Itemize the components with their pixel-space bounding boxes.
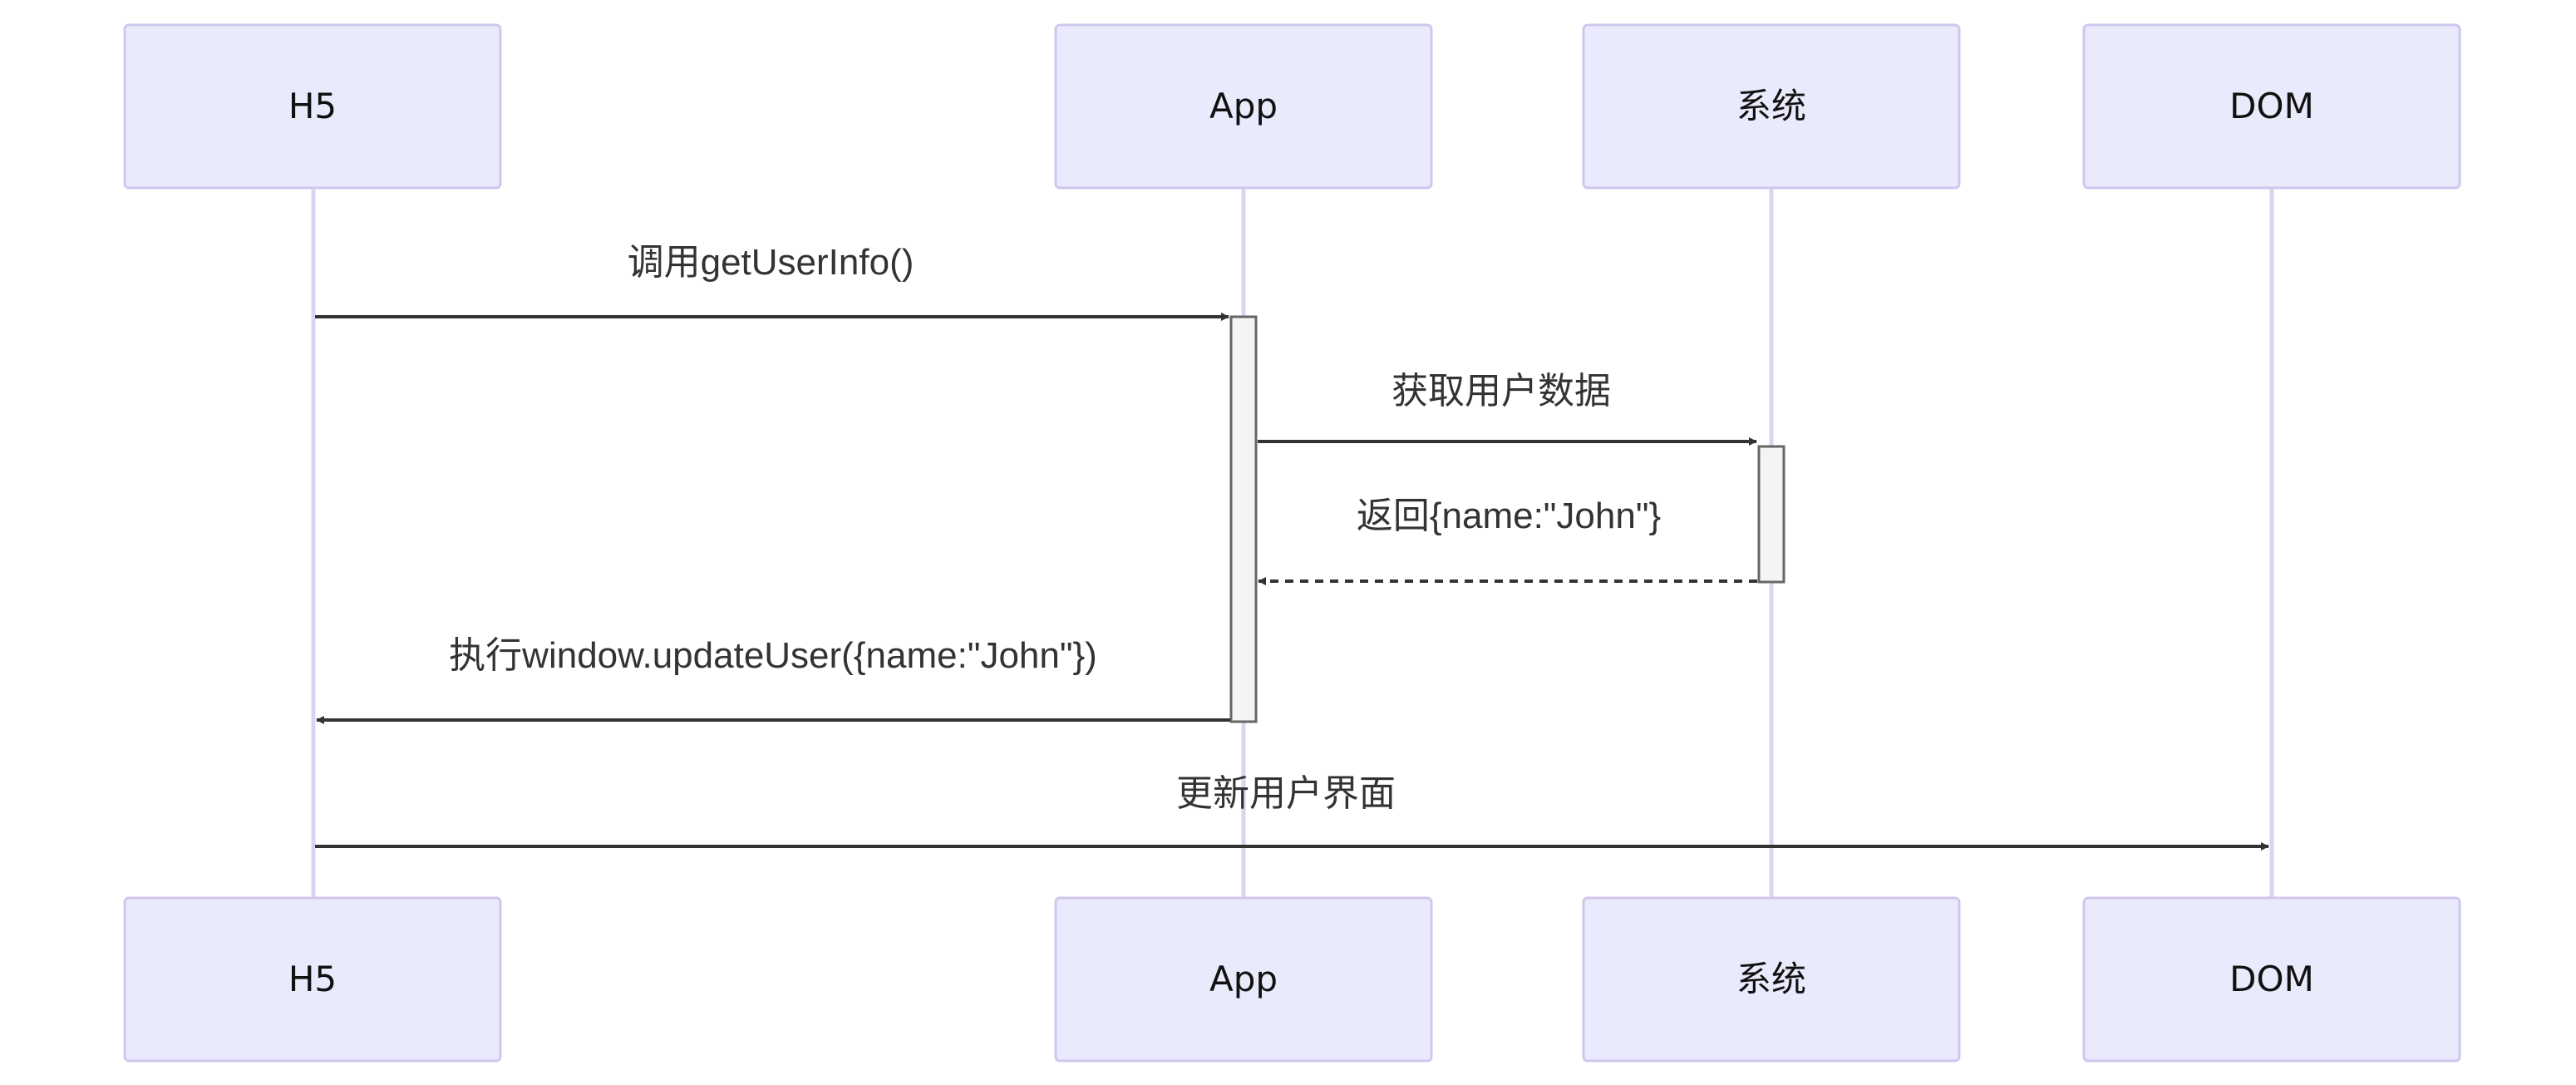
participants-bottom: H5 App 系统 DOM xyxy=(123,896,2461,1063)
participant-app-top: App xyxy=(1054,23,1433,190)
participant-app-bottom: App xyxy=(1054,896,1433,1063)
participant-dom-bottom: DOM xyxy=(2082,896,2461,1063)
messages: 调用getUserInfo() 获取用户数据 返回{name:"John"} 执… xyxy=(315,242,2269,851)
participant-label: App xyxy=(1209,959,1278,999)
participant-system-top: 系统 xyxy=(1582,23,1961,190)
participant-label: H5 xyxy=(288,86,337,126)
message-label: 调用getUserInfo() xyxy=(628,242,914,283)
message-label: 更新用户界面 xyxy=(1176,773,1396,814)
message-label: 返回{name:"John"} xyxy=(1357,496,1661,536)
activations xyxy=(1229,315,1785,723)
participants-top: H5 App 系统 DOM xyxy=(123,23,2461,190)
activation-system xyxy=(1757,445,1785,584)
message-return-user: 返回{name:"John"} xyxy=(1258,496,1757,585)
participant-label: DOM xyxy=(2229,86,2314,126)
message-label: 获取用户数据 xyxy=(1391,371,1611,412)
participant-label: DOM xyxy=(2229,959,2314,999)
message-call-getuserinfo: 调用getUserInfo() xyxy=(315,242,1229,321)
participant-h5-bottom: H5 xyxy=(123,896,502,1063)
message-fetch-user-data: 获取用户数据 xyxy=(1258,371,1757,446)
message-label: 执行window.updateUser({name:"John"}) xyxy=(449,635,1097,676)
message-execute-update: 执行window.updateUser({name:"John"}) xyxy=(316,635,1230,724)
participant-label: 系统 xyxy=(1736,959,1806,999)
participant-label: 系统 xyxy=(1736,86,1806,126)
message-update-ui: 更新用户界面 xyxy=(315,773,2269,851)
participant-dom-top: DOM xyxy=(2082,23,2461,190)
participant-system-bottom: 系统 xyxy=(1582,896,1961,1063)
participant-h5-top: H5 xyxy=(123,23,502,190)
participant-label: App xyxy=(1209,86,1278,126)
activation-app xyxy=(1229,315,1258,723)
participant-label: H5 xyxy=(288,959,337,999)
